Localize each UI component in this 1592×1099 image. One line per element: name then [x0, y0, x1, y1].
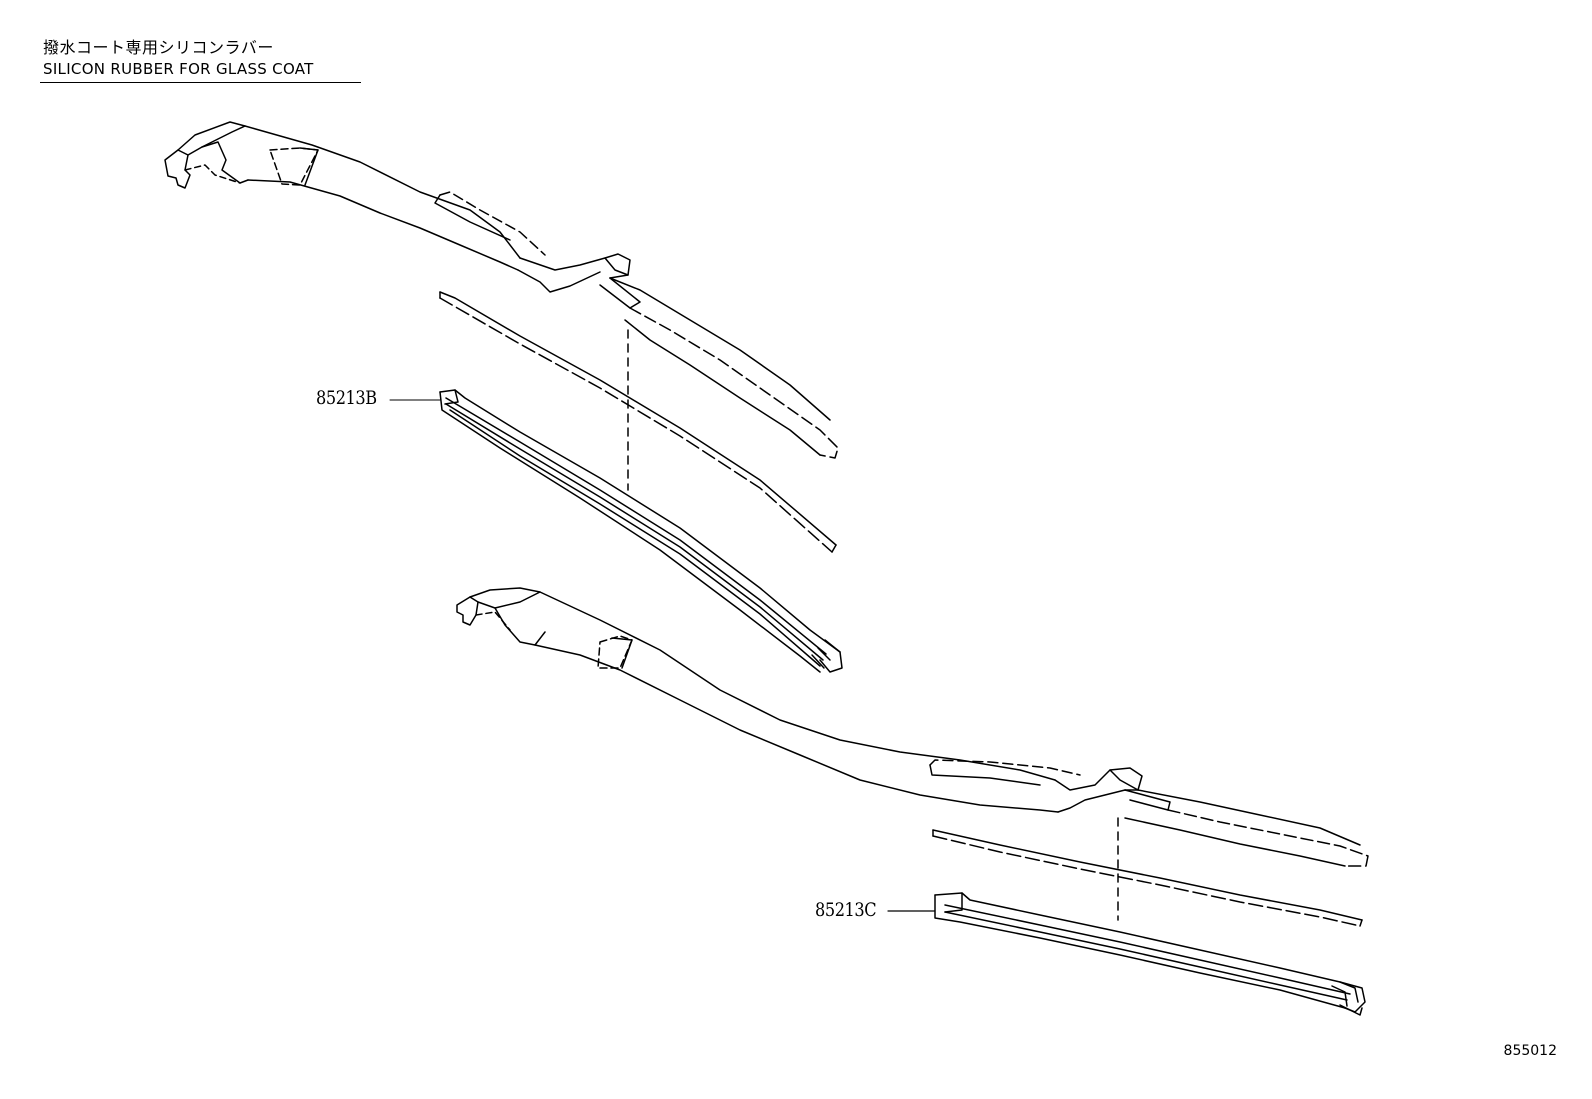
part-callout-85213c: 85213C	[815, 899, 877, 921]
lower-wiper-blade	[935, 893, 1365, 1015]
part-callout-85213b: 85213B	[316, 387, 377, 409]
lower-blade-holder	[1125, 790, 1368, 866]
upper-wiper-blade	[440, 390, 842, 672]
lower-rubber-strip	[933, 830, 1362, 926]
upper-wiper-arm	[165, 122, 640, 308]
upper-rubber-strip	[440, 292, 836, 552]
title-japanese: 撥水コート専用シリコンラバー	[43, 38, 274, 57]
lower-wiper-arm	[457, 588, 1170, 812]
title-english: SILICON RUBBER FOR GLASS COAT	[43, 60, 314, 78]
title-underline	[40, 82, 361, 83]
upper-blade-holder	[610, 278, 838, 458]
diagram-code: 855012	[1503, 1043, 1557, 1059]
